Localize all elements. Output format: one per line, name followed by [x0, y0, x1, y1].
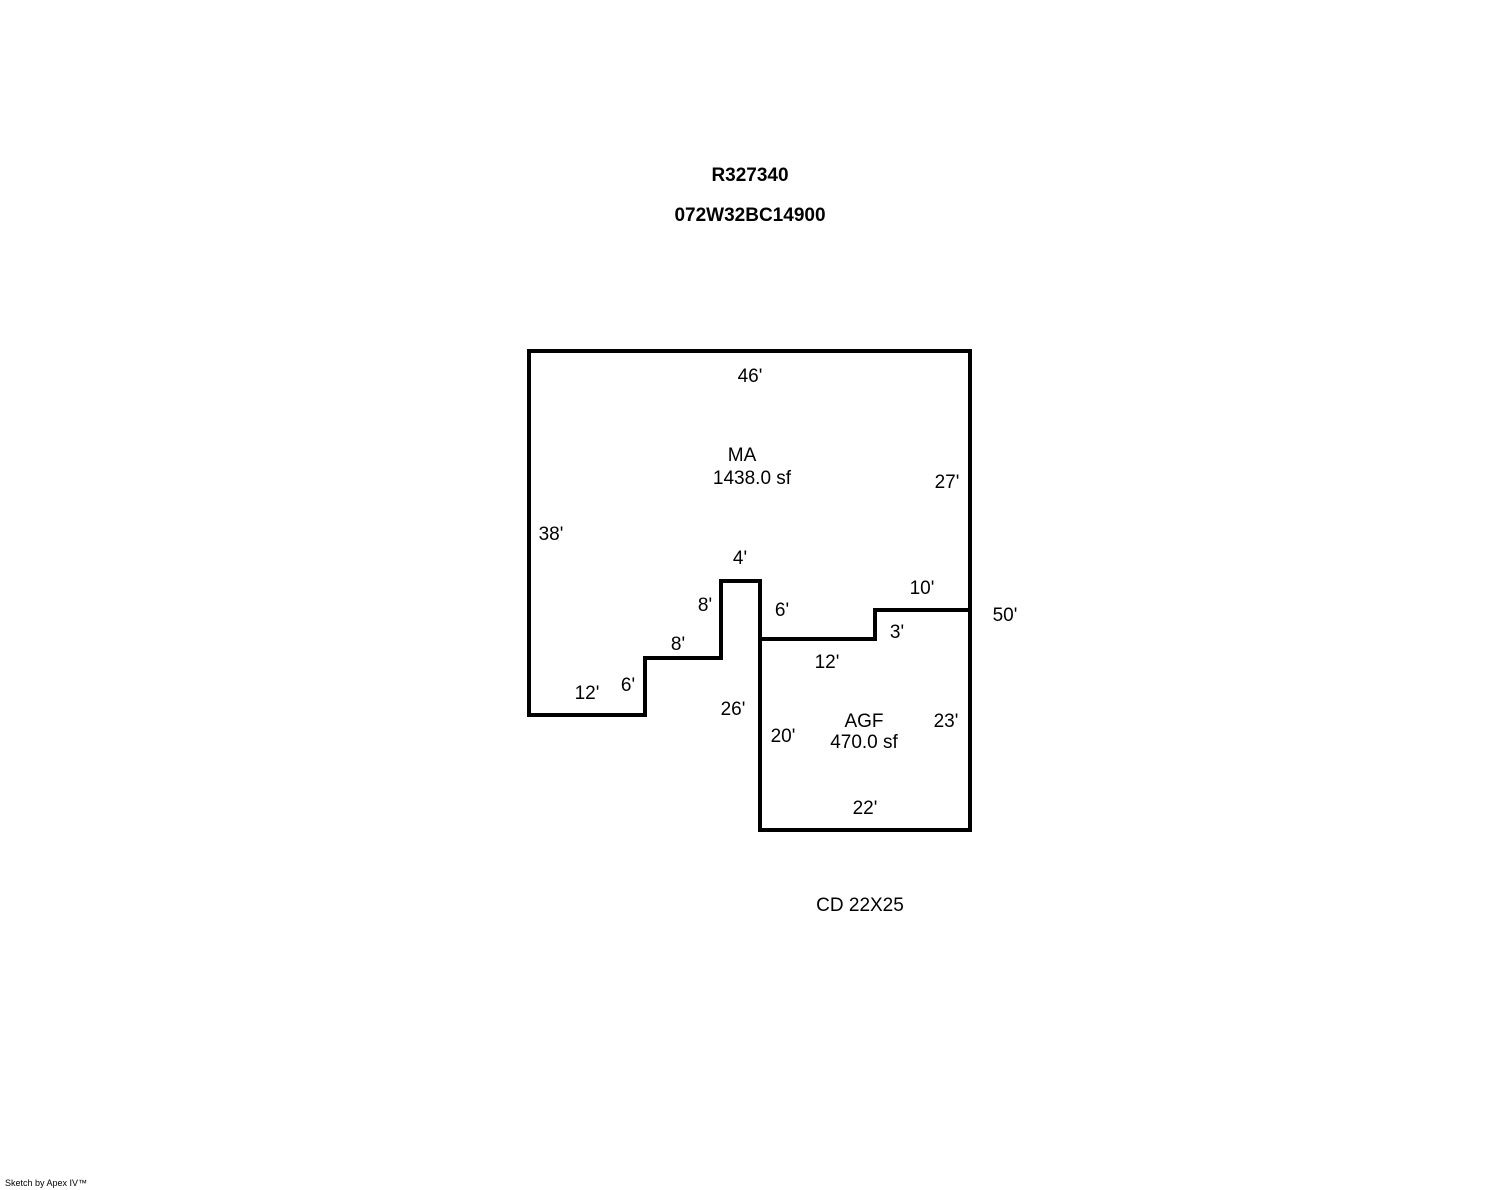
agf-label: AGF [844, 711, 883, 732]
dim-agf-top: 12' [815, 652, 840, 673]
dim-ma-right: 27' [935, 472, 960, 493]
dim-agf-right: 23' [934, 711, 959, 732]
account-id: R327340 [711, 165, 788, 186]
ma-outline [527, 349, 972, 832]
dim-ma-left: 38' [539, 524, 564, 545]
agf-area: 470.0 sf [830, 732, 898, 753]
dim-agf-step-top: 10' [910, 578, 935, 599]
sketch-credit: Sketch by Apex IV™ [5, 1178, 88, 1188]
dim-total-right: 50' [993, 605, 1018, 626]
dim-step1: 6' [621, 675, 635, 696]
dim-step2: 8' [671, 634, 685, 655]
dim-agf-left: 20' [771, 726, 796, 747]
dim-notch-right: 6' [775, 600, 789, 621]
ma-label: MA [728, 445, 757, 466]
dim-agf-step-side: 3' [890, 622, 904, 643]
cd-note: CD 22X25 [816, 895, 904, 916]
dim-ma-top: 46' [738, 366, 763, 387]
ma-area: 1438.0 sf [713, 468, 792, 489]
dim-agf-bottom: 22' [853, 798, 878, 819]
dim-agf-left-outer: 26' [721, 699, 746, 720]
map-tax-lot: 072W32BC14900 [674, 205, 825, 226]
agf-divider [760, 608, 970, 641]
dim-ma-bottom: 12' [575, 683, 600, 704]
dim-notch-top: 4' [733, 548, 747, 569]
dim-step3: 8' [698, 595, 712, 616]
